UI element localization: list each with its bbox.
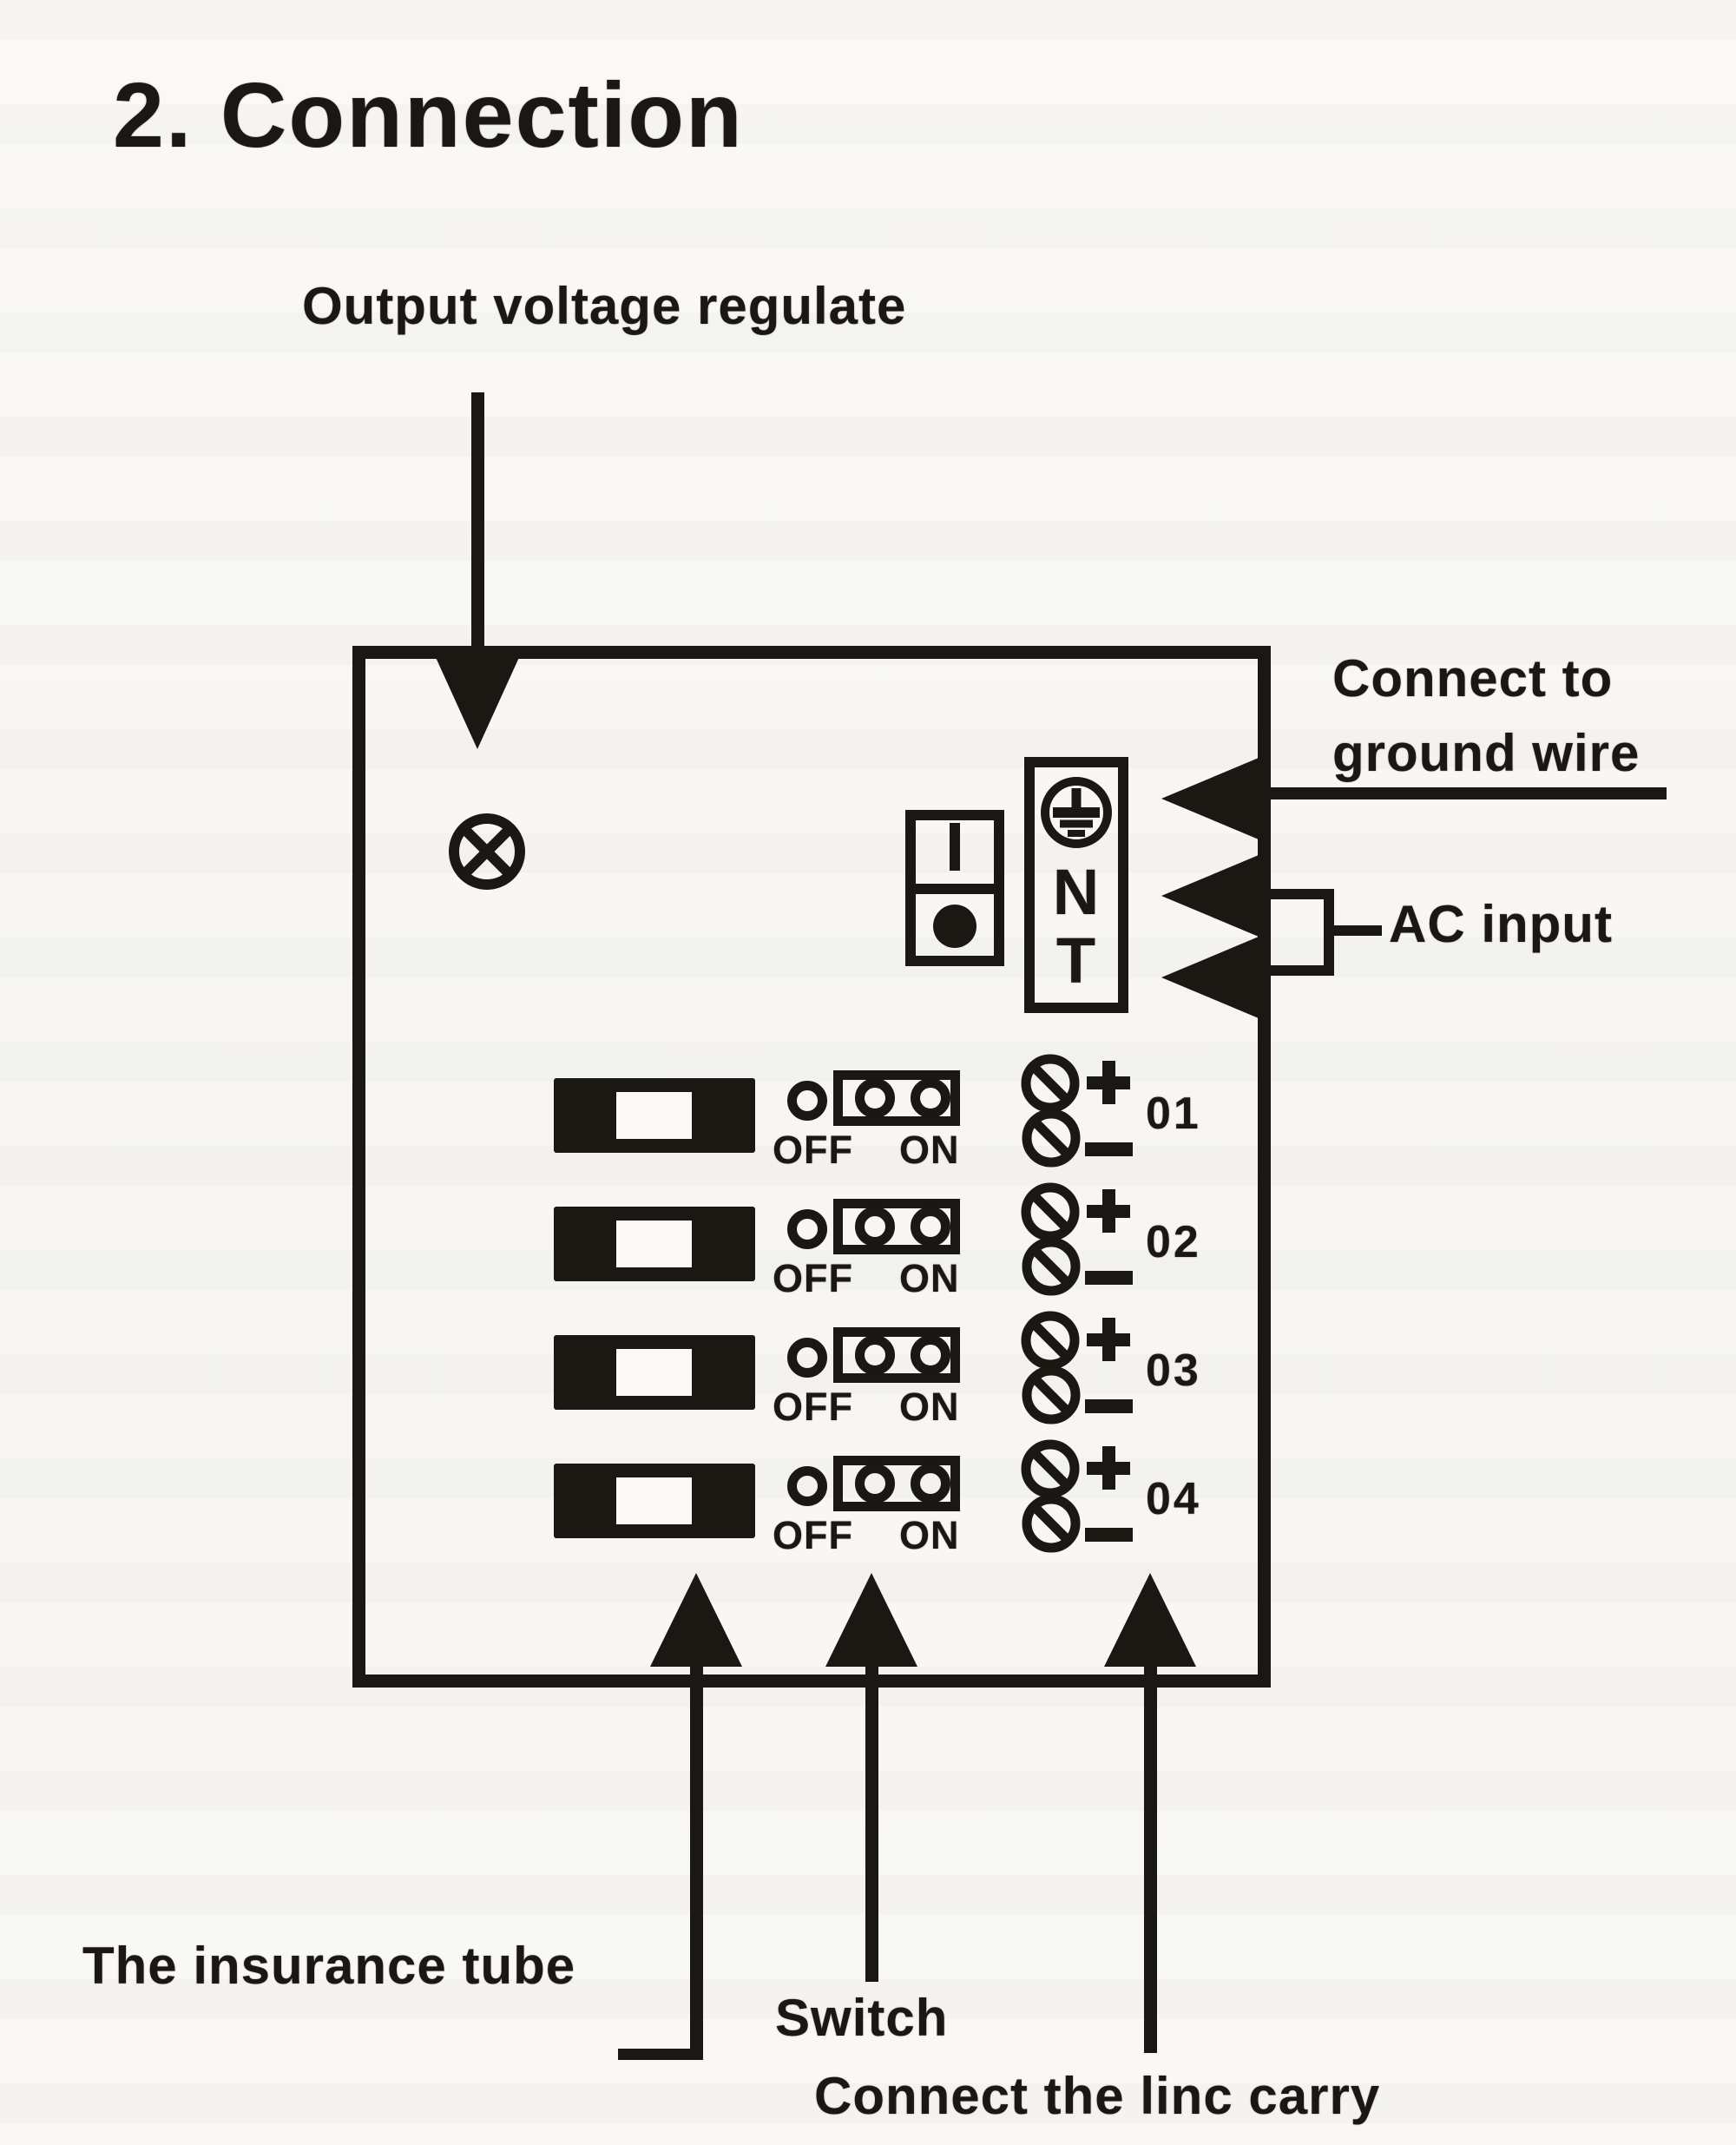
minus-icon: [1085, 1399, 1133, 1413]
ac-input-label: AC input: [1389, 895, 1613, 953]
ac-arrow-left-icon-1: [1161, 855, 1259, 937]
off-label: OFF: [773, 1385, 853, 1429]
jumper-pin-icon: [911, 1335, 950, 1375]
terminal-letter-n: N: [1052, 856, 1101, 928]
on-label: ON: [899, 1256, 960, 1300]
jumper-pin-icon: [855, 1078, 895, 1118]
screw-terminal-minus-icon: [1022, 1237, 1081, 1296]
channel-row: OFF ON 03: [0, 1311, 1736, 1452]
on-label: ON: [899, 1128, 960, 1172]
fuse-window: [616, 1477, 692, 1524]
fuse-window: [616, 1221, 692, 1267]
jumper-pin-icon: [911, 1464, 950, 1503]
rocker-switch: [905, 810, 1004, 966]
jumper-block-icon: [833, 1199, 960, 1254]
page-title: 2. Connection: [113, 64, 744, 167]
jumper-pin-icon: [855, 1335, 895, 1375]
ac-bracket-top: [1269, 889, 1334, 899]
rocker-on-mark: [950, 823, 960, 871]
on-label: ON: [899, 1385, 960, 1429]
connect-ground-label-line2: ground wire: [1332, 724, 1641, 782]
screw-terminal-minus-icon: [1022, 1494, 1081, 1553]
ac-arrow-left-icon-2: [1161, 937, 1259, 1018]
jumper-off-pin-icon: [787, 1081, 827, 1121]
minus-icon: [1085, 1142, 1133, 1156]
plus-icon: [1087, 1446, 1130, 1490]
arrow-down-icon: [434, 654, 521, 749]
jumper-off-pin-icon: [787, 1209, 827, 1249]
jumper-off-pin-icon: [787, 1338, 827, 1378]
ac-bracket-side: [1324, 889, 1334, 976]
channel-row: OFF ON 01: [0, 1054, 1736, 1195]
screw-terminal-plus-icon: [1021, 1182, 1080, 1241]
output-voltage-label: Output voltage regulate: [302, 277, 907, 335]
screw-terminal-plus-icon: [1021, 1054, 1080, 1113]
switch-arrow-line: [865, 1649, 878, 1982]
channel-number: 01: [1146, 1089, 1201, 1139]
insurance-connector-line: [618, 2049, 697, 2060]
insurance-arrow-line: [690, 1649, 703, 2060]
screw-terminal-minus-icon: [1022, 1109, 1081, 1168]
minus-icon: [1085, 1271, 1133, 1285]
channel-row: OFF ON 02: [0, 1182, 1736, 1324]
switch-label: Switch: [775, 1989, 949, 2047]
off-label: OFF: [773, 1256, 853, 1300]
channel-row: OFF ON 04: [0, 1439, 1736, 1581]
fuse-icon: [554, 1078, 755, 1153]
rocker-divider: [915, 884, 995, 894]
jumper-pin-icon: [855, 1464, 895, 1503]
ground-arrow-left-icon: [1161, 758, 1259, 839]
jumper-pin-icon: [855, 1207, 895, 1247]
output-arrow-line: [471, 392, 484, 655]
on-label: ON: [899, 1513, 960, 1557]
ac-tick-line: [1334, 925, 1382, 936]
channel-number: 04: [1146, 1474, 1201, 1524]
screw-terminal-minus-icon: [1022, 1365, 1081, 1425]
connect-linc-label: Connect the linc carry: [814, 2067, 1381, 2125]
off-label: OFF: [773, 1513, 853, 1557]
jumper-block-icon: [833, 1456, 960, 1511]
fuse-window: [616, 1092, 692, 1139]
jumper-off-pin-icon: [787, 1466, 827, 1506]
jumper-block-icon: [833, 1327, 960, 1383]
rocker-off-dot: [933, 905, 976, 948]
screw-terminal-plus-icon: [1021, 1311, 1080, 1370]
linc-arrow-line: [1144, 1649, 1157, 2053]
off-label: OFF: [773, 1128, 853, 1172]
connect-ground-label-line1: Connect to: [1332, 649, 1614, 707]
jumper-block-icon: [833, 1070, 960, 1126]
plus-icon: [1087, 1318, 1130, 1361]
screw-terminal-plus-icon: [1021, 1439, 1080, 1498]
jumper-pin-icon: [911, 1207, 950, 1247]
fuse-window: [616, 1349, 692, 1396]
ac-terminal-block: [1024, 757, 1128, 1013]
device-box: [352, 646, 1271, 1688]
ground-wire-line: [1269, 787, 1667, 799]
fuse-icon: [554, 1464, 755, 1538]
terminal-letter-t: T: [1055, 924, 1097, 997]
jumper-pin-icon: [911, 1078, 950, 1118]
ground-screw-icon: [1041, 777, 1112, 848]
fuse-icon: [554, 1335, 755, 1410]
channel-number: 03: [1146, 1346, 1201, 1396]
plus-icon: [1087, 1189, 1130, 1233]
channel-number: 02: [1146, 1217, 1201, 1267]
fuse-icon: [554, 1207, 755, 1281]
plus-icon: [1087, 1061, 1130, 1104]
insurance-tube-label: The insurance tube: [82, 1937, 576, 1995]
minus-icon: [1085, 1528, 1133, 1542]
lamp-icon: [449, 813, 525, 890]
ac-bracket-bottom: [1269, 965, 1334, 976]
